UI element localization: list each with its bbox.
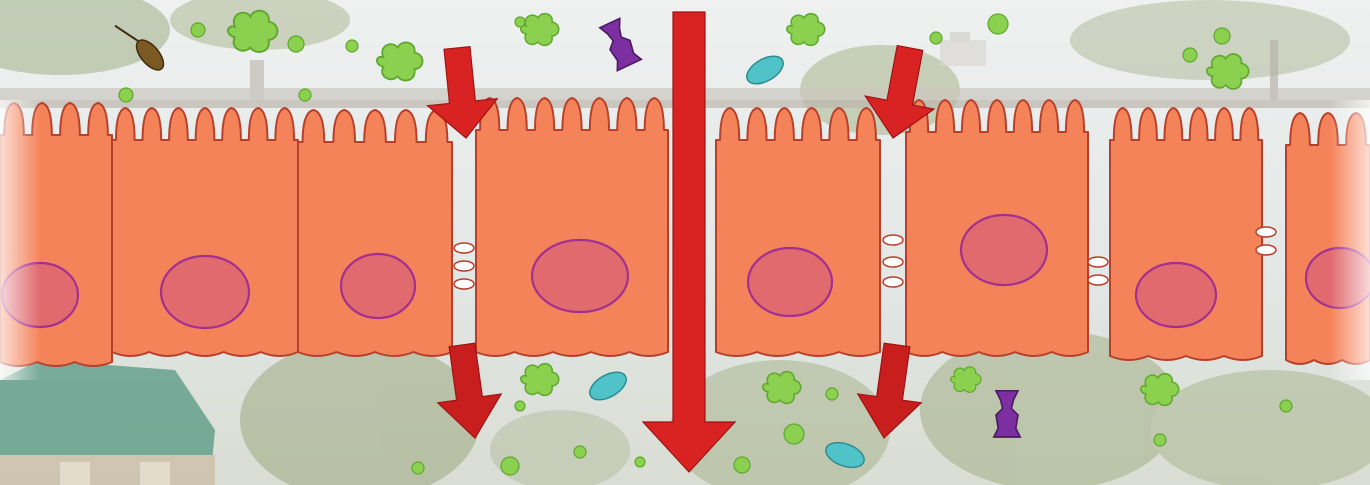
epithelial-cell (298, 110, 452, 356)
green-antigen-icon (574, 446, 586, 458)
tight-junction-gap (883, 235, 903, 245)
cell-nucleus (532, 240, 628, 312)
green-antigen-icon (501, 457, 519, 475)
tight-junction-gap (1256, 245, 1276, 255)
tight-junction-gap (1088, 275, 1108, 285)
green-antigen-icon (1183, 48, 1197, 62)
cell-nucleus (748, 248, 832, 316)
green-antigen-icon (515, 401, 525, 411)
green-antigen-icon (734, 457, 750, 473)
green-antigen-icon (930, 32, 942, 44)
green-antigen-icon (1214, 28, 1230, 44)
tight-junction-gap (1088, 257, 1108, 267)
tight-junction-gap (454, 243, 474, 253)
green-antigen-icon (784, 424, 804, 444)
green-antigen-icon (346, 40, 358, 52)
right-fade (1330, 100, 1370, 380)
green-antigen-icon (826, 388, 838, 400)
green-antigen-icon (515, 17, 525, 27)
green-antigen-icon (412, 462, 424, 474)
cell-nucleus (341, 254, 415, 318)
green-antigen-icon (191, 23, 205, 37)
green-antigen-icon (988, 14, 1008, 34)
tight-junction-gap (883, 277, 903, 287)
left-fade (0, 100, 40, 380)
epithelial-cell (716, 108, 880, 356)
green-antigen-icon (288, 36, 304, 52)
green-antigen-icon (1280, 400, 1292, 412)
cell-nucleus (1136, 263, 1216, 327)
green-antigen-icon (119, 88, 133, 102)
tight-junction-gap (883, 257, 903, 267)
green-antigen-icon (299, 89, 311, 101)
tight-junction-gap (454, 261, 474, 271)
green-antigen-icon (635, 457, 645, 467)
green-antigen-icon (1154, 434, 1166, 446)
cell-nucleus (961, 215, 1047, 285)
cell-nucleus (161, 256, 249, 328)
epithelial-cell (476, 98, 668, 356)
tight-junction-gap (454, 279, 474, 289)
tight-junction-gap (1256, 227, 1276, 237)
